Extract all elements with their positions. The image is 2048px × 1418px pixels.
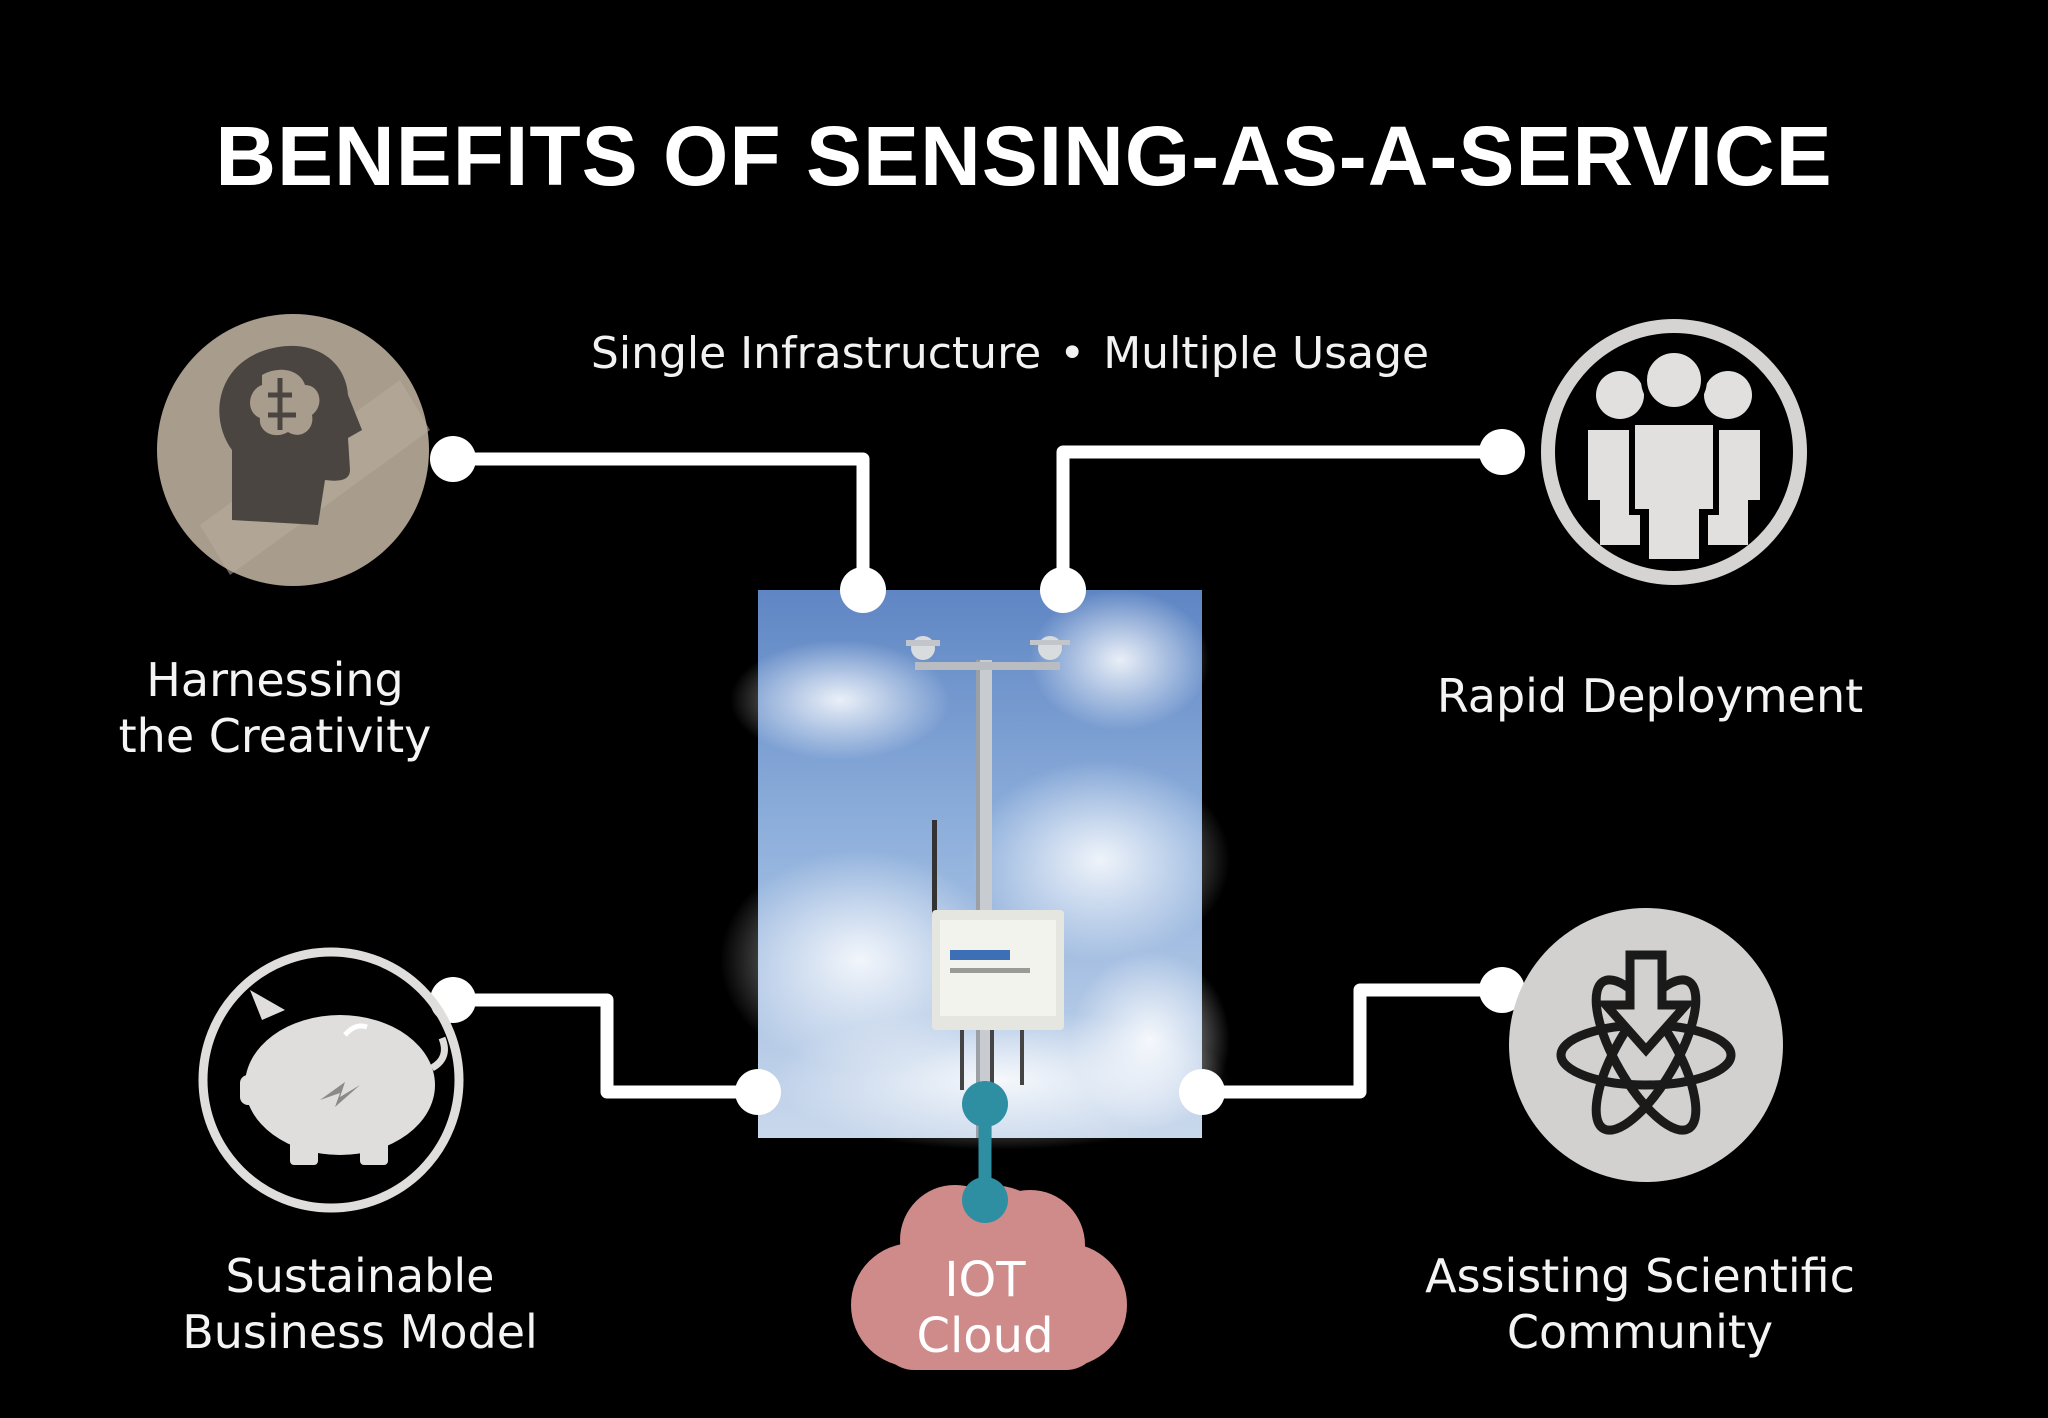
weather-station-photo xyxy=(720,590,1230,1150)
caption-business-line1: Sustainable xyxy=(225,1249,495,1303)
caption-science: Assisting Scientific Community xyxy=(1420,1248,1860,1360)
people-group-icon xyxy=(1541,319,1807,585)
connector-business xyxy=(453,993,758,1099)
page-title: BENEFITS OF SENSING-AS-A-SERVICE xyxy=(215,109,1833,203)
dot-deployment-start xyxy=(1479,429,1525,475)
caption-science-line1: Assisting Scientific xyxy=(1425,1249,1855,1303)
caption-cloud: IOT Cloud xyxy=(880,1252,1090,1364)
caption-deployment: Rapid Deployment xyxy=(1420,668,1880,724)
dot-creativity-end xyxy=(840,567,886,613)
connector-deployment xyxy=(1056,445,1502,590)
caption-creativity: Harnessing the Creativity xyxy=(100,652,450,764)
connector-science xyxy=(1202,983,1502,1099)
connector-dots xyxy=(430,429,1525,1115)
atom-download-icon xyxy=(1509,908,1783,1182)
dot-science-start xyxy=(1479,967,1525,1013)
brain-head-icon xyxy=(157,314,430,586)
dot-deployment-end xyxy=(1040,567,1086,613)
caption-cloud-line1: IOT xyxy=(944,1252,1026,1308)
caption-creativity-line1: Harnessing xyxy=(146,653,404,707)
connector-creativity xyxy=(453,452,870,590)
cloud-link xyxy=(962,1081,1008,1223)
subtitle: Single Infrastructure • Multiple Usage xyxy=(560,328,1460,379)
caption-deployment-line1: Rapid Deployment xyxy=(1436,669,1864,723)
piggy-bank-icon xyxy=(198,947,464,1213)
caption-creativity-line2: the Creativity xyxy=(118,709,432,763)
dot-business-end xyxy=(735,1069,781,1115)
caption-business: Sustainable Business Model xyxy=(160,1248,560,1360)
dot-creativity-start xyxy=(430,436,476,482)
subtitle-left: Single Infrastructure xyxy=(590,328,1042,379)
caption-cloud-line2: Cloud xyxy=(916,1308,1054,1364)
dot-science-end xyxy=(1179,1069,1225,1115)
connector-lines xyxy=(453,445,1502,1099)
weather-station-icon xyxy=(906,636,1070,1138)
subtitle-right: Multiple Usage xyxy=(1103,328,1430,379)
subtitle-separator: • xyxy=(1059,328,1086,379)
caption-business-line2: Business Model xyxy=(182,1305,538,1359)
caption-science-line2: Community xyxy=(1506,1305,1774,1359)
